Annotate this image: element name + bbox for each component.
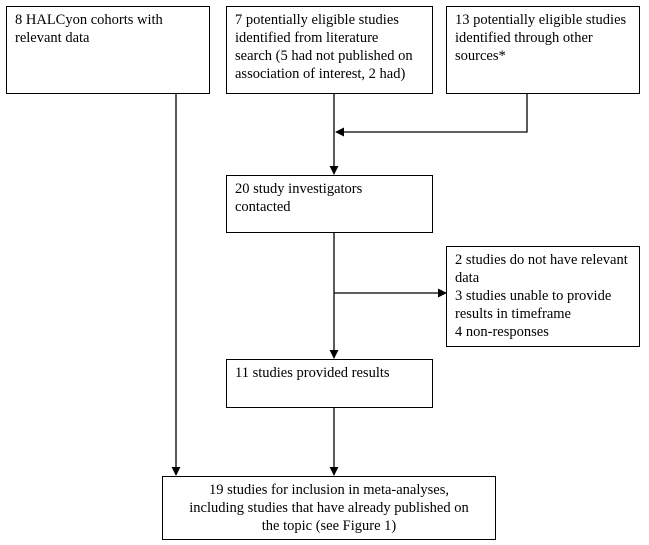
box-line: 2 studies do not have relevant — [455, 252, 628, 268]
box-line: 19 studies for inclusion in meta-analyse… — [208, 482, 449, 498]
box-line: contacted — [235, 199, 291, 215]
box-line: 13 potentially eligible studies — [455, 12, 627, 28]
box-line: association of interest, 2 had) — [235, 66, 406, 82]
box-line: 7 potentially eligible studies — [235, 12, 399, 28]
box-line: results in timeframe — [455, 306, 571, 322]
box-line: search (5 had not published on — [235, 48, 413, 64]
inclusion-box: 19 studies for inclusion in meta-analyse… — [162, 476, 496, 540]
box-line: the topic (see Figure 1) — [261, 518, 397, 534]
box-line: identified from literature — [235, 30, 379, 46]
excluded-box: 2 studies do not have relevant data 3 st… — [446, 246, 640, 347]
box-line: relevant data — [15, 30, 90, 46]
literature-box: 7 potentially eligible studies identifie… — [226, 6, 433, 94]
box-line: data — [455, 270, 480, 286]
other-sources-box: 13 potentially eligible studies identifi… — [446, 6, 640, 94]
box-line: 3 studies unable to provide — [455, 288, 612, 304]
contacted-box: 20 study investigators contacted — [226, 175, 433, 233]
provided-box: 11 studies provided results — [226, 359, 433, 408]
halcyon-box: 8 HALCyon cohorts with relevant data — [6, 6, 210, 94]
box-line: 4 non-responses — [455, 324, 549, 340]
box-line: identified through other — [455, 30, 593, 46]
box-line: including studies that have already publ… — [189, 500, 469, 516]
arrow-other-sources-to-flow — [335, 94, 528, 137]
box-line: sources* — [455, 48, 506, 64]
box-line: 20 study investigators — [235, 181, 363, 197]
box-line: 11 studies provided results — [235, 365, 390, 381]
box-line: 8 HALCyon cohorts with — [15, 12, 163, 28]
